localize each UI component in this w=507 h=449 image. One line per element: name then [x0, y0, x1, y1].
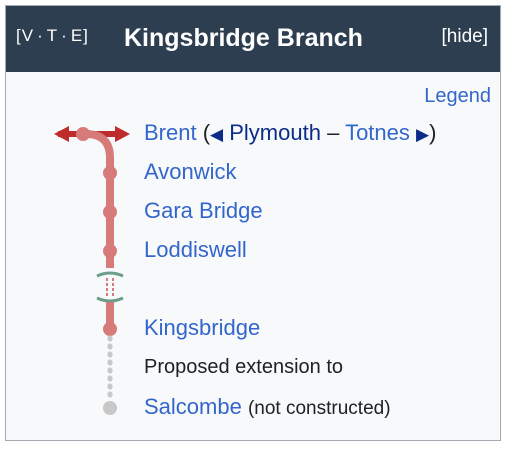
station-salcombe: Salcombe (not constructed) [144, 394, 391, 420]
station-gara-bridge[interactable]: Gara Bridge [144, 198, 263, 223]
station-kingsbridge[interactable]: Kingsbridge [144, 315, 261, 340]
station-loddiswell[interactable]: Loddiswell [144, 237, 247, 262]
station-brent: Brent (◀ Plymouth – Totnes ▶) [144, 120, 437, 145]
station-dot-brent [76, 127, 90, 141]
tunnel-portal-north [96, 271, 124, 278]
talk-link[interactable]: T [46, 26, 59, 45]
station-dot-salcombe [103, 401, 117, 415]
station-dot-loddiswell [103, 244, 117, 258]
station-dot-kingsbridge [103, 322, 117, 336]
brent-link[interactable]: Brent [144, 120, 197, 145]
branch-line [85, 130, 114, 268]
route-diagram-box: [V·T·E] Kingsbridge Branch [hide] Legend… [5, 5, 501, 441]
proposed-extension-label: Proposed extension to [144, 356, 344, 378]
main-line-east-arrow [115, 126, 130, 142]
view-link[interactable]: V [21, 26, 35, 45]
diagram-title: Kingsbridge Branch [124, 24, 363, 52]
hide-toggle[interactable]: [hide] [441, 26, 488, 47]
plymouth-link[interactable]: Plymouth [229, 120, 321, 145]
salcombe-link[interactable]: Salcombe [144, 394, 242, 419]
header-bar: [V·T·E] Kingsbridge Branch [hide] [6, 6, 500, 72]
legend-link[interactable]: Legend [424, 85, 491, 107]
station-dot-gara-bridge [103, 205, 117, 219]
route-map [54, 126, 130, 415]
totnes-link[interactable]: Totnes [345, 120, 410, 145]
not-constructed-note: (not constructed) [247, 398, 391, 419]
left-arrow-icon[interactable]: ◀ [210, 125, 224, 144]
vte-links: [V·T·E] [16, 26, 89, 45]
tunnel-portal-south [96, 296, 124, 303]
station-dot-avonwick [103, 166, 117, 180]
right-arrow-icon[interactable]: ▶ [416, 125, 430, 144]
station-avonwick[interactable]: Avonwick [144, 159, 237, 184]
edit-link[interactable]: E [70, 26, 84, 45]
main-line-west-arrow [54, 126, 69, 142]
